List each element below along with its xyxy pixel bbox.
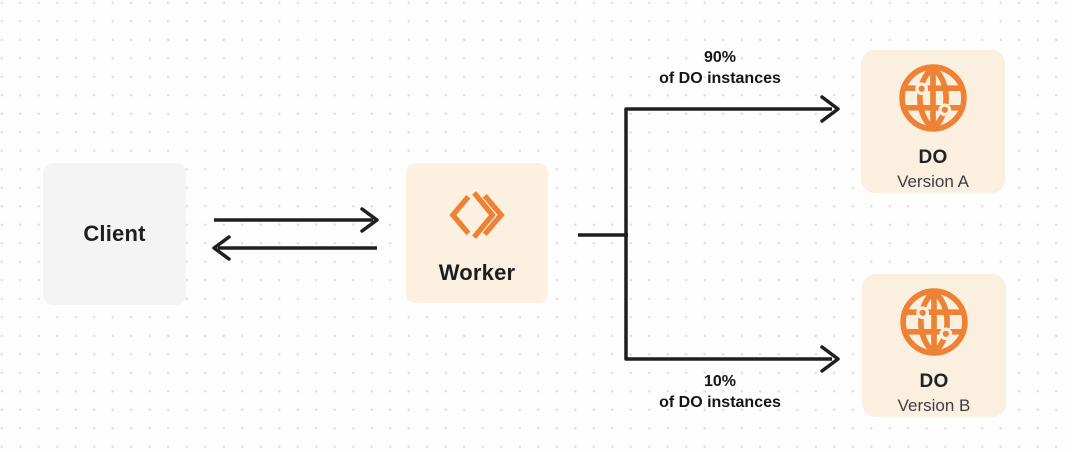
workers-chevrons-icon — [449, 188, 505, 247]
client-label: Client — [83, 221, 146, 246]
top-branch-label: 90% of DO instances — [612, 47, 828, 89]
arrowhead-to-do-b — [820, 345, 840, 373]
do-a-title: DO — [918, 147, 948, 168]
worker-node: Worker — [406, 163, 548, 303]
globe-dots-icon — [899, 287, 969, 362]
do-version-b-node: DO Version B — [862, 274, 1006, 417]
top-branch-percent: 90% — [703, 49, 737, 66]
arrow-client-to-worker — [214, 207, 379, 233]
do-version-a-node: DO Version A — [861, 50, 1005, 193]
arrow-worker-to-client — [212, 235, 377, 261]
client-node: Client — [43, 163, 186, 305]
do-b-subtitle: Version B — [897, 396, 971, 415]
do-b-title: DO — [919, 371, 949, 392]
arrowhead-to-do-a — [820, 95, 840, 123]
branch-bracket — [624, 107, 832, 361]
top-branch-caption: of DO instances — [659, 70, 781, 87]
globe-dots-icon — [898, 63, 968, 138]
do-a-subtitle: Version A — [897, 172, 969, 191]
bottom-branch-percent: 10% — [703, 373, 737, 390]
worker-label: Worker — [438, 260, 516, 285]
bottom-branch-caption: of DO instances — [659, 394, 781, 411]
bottom-branch-label: 10% of DO instances — [612, 371, 828, 413]
